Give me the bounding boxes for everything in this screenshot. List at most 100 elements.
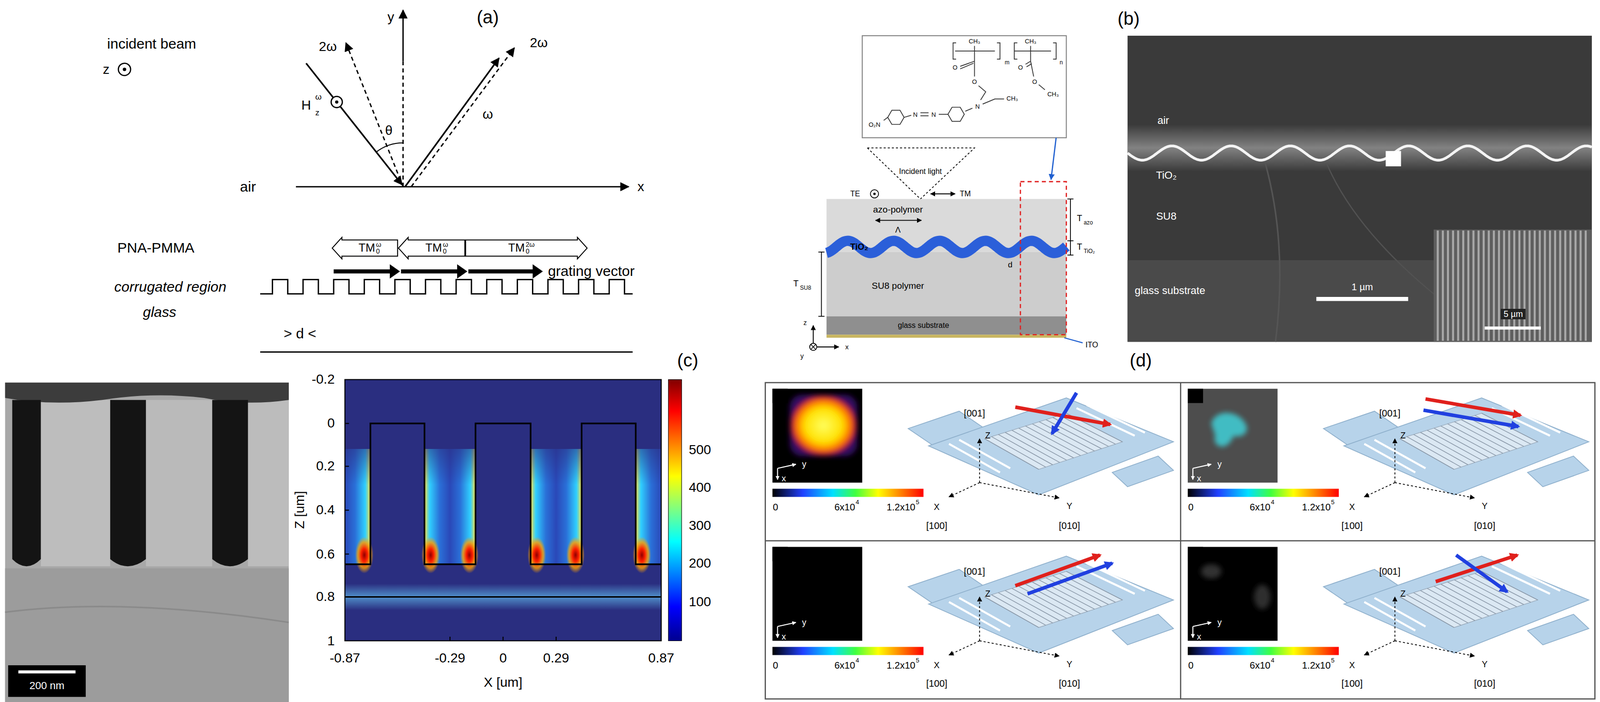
text-label: O — [952, 64, 958, 71]
illustration-path — [982, 99, 1005, 105]
illustration-path — [376, 142, 404, 153]
text-label: X — [1349, 502, 1356, 512]
text-label: 0.87 — [648, 651, 675, 665]
frequency-superscript: ω — [376, 241, 382, 248]
illustration-polygon — [468, 264, 543, 279]
mode-arrow: TMω0 — [397, 236, 466, 260]
illustration-rect — [1187, 388, 1203, 404]
text-label: 5 — [915, 499, 919, 506]
illustration-line — [1038, 84, 1045, 91]
illustration-line — [1436, 230, 1439, 341]
illustration-path — [1211, 412, 1247, 447]
illustration-use — [1192, 464, 1212, 480]
illustration-use — [777, 622, 796, 638]
text-label: incident beam — [107, 36, 197, 51]
text-label: [010] — [1474, 678, 1496, 689]
illustration-line — [402, 10, 404, 62]
illustration-line — [1533, 230, 1536, 341]
text-label: [010] — [1058, 678, 1080, 689]
illustration-path — [212, 399, 248, 567]
text-label: air — [240, 179, 256, 194]
illustration-line — [1498, 230, 1500, 341]
text-label: TiO₂ — [850, 242, 869, 252]
text-label: [100] — [1341, 678, 1363, 689]
text-label: 0 — [773, 502, 779, 512]
text-label: y — [802, 618, 807, 627]
text-label: ITO — [1085, 341, 1099, 349]
text-label: 6x10 — [1249, 502, 1271, 512]
illustration-line — [1569, 230, 1572, 341]
illustration-rect — [826, 334, 1067, 338]
illustration-path — [110, 399, 146, 567]
text-label: [100] — [1341, 520, 1363, 531]
order-subscript: 0 — [442, 247, 447, 255]
text-label: 1.2x10 — [1302, 660, 1331, 671]
illustration-path — [810, 344, 816, 350]
illustration-rect — [668, 379, 682, 641]
text-label: PNA-PMMA — [117, 240, 195, 255]
illustration-line — [1462, 230, 1465, 341]
illustration-g — [818, 198, 1074, 316]
text-label: 100 — [688, 595, 712, 609]
illustration-line — [955, 50, 995, 52]
illustration-polygon — [887, 110, 905, 125]
illustration-path — [997, 42, 1000, 60]
illustration-rect — [1127, 35, 1592, 342]
illustration-rect — [345, 583, 662, 611]
text-label: 0.29 — [543, 651, 570, 665]
text-label: [010] — [1058, 520, 1080, 531]
illustration-line — [765, 540, 1596, 542]
illustration-g — [118, 10, 633, 352]
illustration-circle — [870, 189, 879, 198]
illustration-line — [260, 351, 633, 353]
text-label: Λ — [895, 225, 901, 234]
illustration-rect — [1127, 124, 1592, 172]
text-label: N — [931, 111, 936, 118]
illustration-rect — [345, 379, 662, 641]
text-label: Z — [1400, 431, 1406, 440]
illustration-rect — [1433, 229, 1592, 343]
layer-band: SU8 polymer — [826, 252, 1067, 317]
illustration-line — [502, 636, 504, 642]
text-label: x — [845, 343, 849, 351]
text-label: x — [1196, 632, 1202, 642]
illustration-path — [260, 279, 633, 295]
text-label: Incident light — [898, 167, 942, 176]
illustration-line — [1014, 50, 1051, 52]
illustration-line — [920, 115, 929, 117]
text-label: azo-polymer — [873, 204, 924, 214]
text-label: 4 — [855, 499, 859, 506]
illustration-line — [405, 58, 500, 187]
text-label: 5 — [915, 657, 919, 664]
illustration-line — [1523, 230, 1526, 341]
illustration-line — [1457, 230, 1459, 341]
text-label: 0 — [1188, 660, 1194, 671]
frequency-superscript: 2ω — [525, 241, 535, 248]
text-label: T — [1077, 242, 1083, 252]
illustration-rect — [8, 665, 86, 697]
illustration-path — [1265, 163, 1280, 343]
text-label: 1.2x10 — [886, 660, 916, 671]
illustration-g — [772, 388, 1174, 499]
illustration-line — [938, 113, 948, 115]
text-label: 0.8 — [315, 590, 335, 604]
illustration-g — [305, 379, 704, 641]
illustration-path — [12, 399, 41, 567]
illustration-line — [1508, 230, 1510, 341]
illustration-line — [1050, 137, 1057, 180]
text-label: x — [781, 474, 786, 483]
illustration-line — [821, 252, 823, 317]
text-label: CH₃ — [968, 37, 981, 44]
text-label: z — [315, 108, 320, 117]
illustration-line — [1482, 230, 1485, 341]
illustration-use — [1192, 622, 1212, 638]
mode-name: TM — [425, 242, 443, 254]
text-label: O₂N — [868, 121, 881, 128]
illustration-rect — [826, 316, 1067, 336]
illustration-line — [1452, 230, 1455, 341]
text-label: Y — [1066, 660, 1073, 669]
illustration-path — [978, 85, 986, 101]
illustration-line — [1503, 230, 1506, 341]
illustration-rect — [635, 423, 662, 485]
